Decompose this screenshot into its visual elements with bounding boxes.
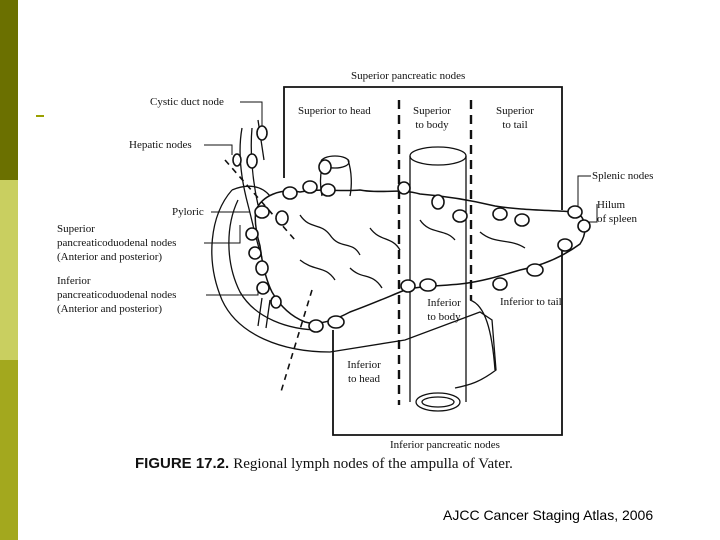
figure-caption-text: Regional lymph nodes of the ampulla of V… bbox=[233, 456, 513, 472]
label-line: to body bbox=[427, 311, 461, 323]
label-splenic-nodes: Splenic nodes bbox=[592, 170, 654, 182]
label-line: to body bbox=[415, 119, 449, 131]
label-inferior-pancreatic-nodes: Inferior pancreatic nodes bbox=[390, 439, 500, 451]
label-line: to tail bbox=[502, 119, 528, 131]
bullet-dash bbox=[36, 115, 44, 117]
label-superior-to-body: Superior to body bbox=[406, 104, 458, 132]
label-superior-pancreaticoduodenal-nodes: Superior pancreaticoduodenal nodes (Ante… bbox=[57, 222, 176, 264]
label-inferior-to-body: Inferior to body bbox=[418, 296, 470, 324]
label-superior-to-head: Superior to head bbox=[298, 105, 371, 117]
pancreas bbox=[254, 189, 586, 324]
label-line: (Anterior and posterior) bbox=[57, 303, 163, 315]
superior-region-box bbox=[283, 86, 563, 210]
mesenteric-vein bbox=[469, 299, 496, 371]
label-superior-pancreatic-nodes: Superior pancreatic nodes bbox=[351, 70, 466, 82]
label-line: Inferior bbox=[427, 297, 461, 309]
label-line: Inferior bbox=[57, 275, 91, 287]
label-inferior-to-tail: Inferior to tail bbox=[500, 296, 562, 308]
sidebar-segment-bottom bbox=[0, 360, 18, 540]
aorta bbox=[409, 156, 467, 402]
label-line: to head bbox=[347, 373, 381, 385]
label-line: Superior bbox=[57, 223, 95, 235]
inferior-region-box bbox=[332, 240, 563, 436]
divider-duodenal bbox=[279, 289, 313, 396]
label-line: pancreaticoduodenal nodes bbox=[57, 289, 177, 301]
source-credit: AJCC Cancer Staging Atlas, 2006 bbox=[443, 507, 654, 523]
label-line: Superior bbox=[413, 105, 451, 117]
divider-pyloric bbox=[224, 159, 296, 241]
label-line: pancreaticoduodenal nodes bbox=[57, 237, 177, 249]
figure-caption: FIGURE 17.2.Regional lymph nodes of the … bbox=[135, 455, 513, 473]
label-line: Hilum bbox=[597, 199, 626, 211]
pylorus bbox=[231, 185, 271, 197]
label-line: Superior bbox=[496, 105, 534, 117]
label-line: (Anterior and posterior) bbox=[57, 251, 163, 263]
label-pyloric: Pyloric bbox=[172, 206, 204, 218]
bile-duct bbox=[239, 127, 263, 259]
slide-sidebar bbox=[0, 0, 18, 540]
figure-number: FIGURE 17.2. bbox=[135, 455, 230, 472]
duodenum bbox=[211, 189, 497, 389]
label-line: of spleen bbox=[597, 213, 638, 225]
gallbladder-stub bbox=[257, 297, 271, 329]
label-hilum-of-spleen: Hilum of spleen bbox=[597, 198, 637, 226]
label-inferior-pancreaticoduodenal-nodes: Inferior pancreaticoduodenal nodes (Ante… bbox=[57, 274, 176, 316]
sidebar-segment-middle bbox=[0, 180, 18, 360]
label-cystic-duct-node: Cystic duct node bbox=[150, 96, 224, 108]
label-inferior-to-head: Inferior to head bbox=[338, 358, 390, 386]
sidebar-segment-top bbox=[0, 0, 18, 180]
label-hepatic-nodes: Hepatic nodes bbox=[129, 139, 192, 151]
label-superior-to-tail: Superior to tail bbox=[489, 104, 541, 132]
label-line: Inferior bbox=[347, 359, 381, 371]
